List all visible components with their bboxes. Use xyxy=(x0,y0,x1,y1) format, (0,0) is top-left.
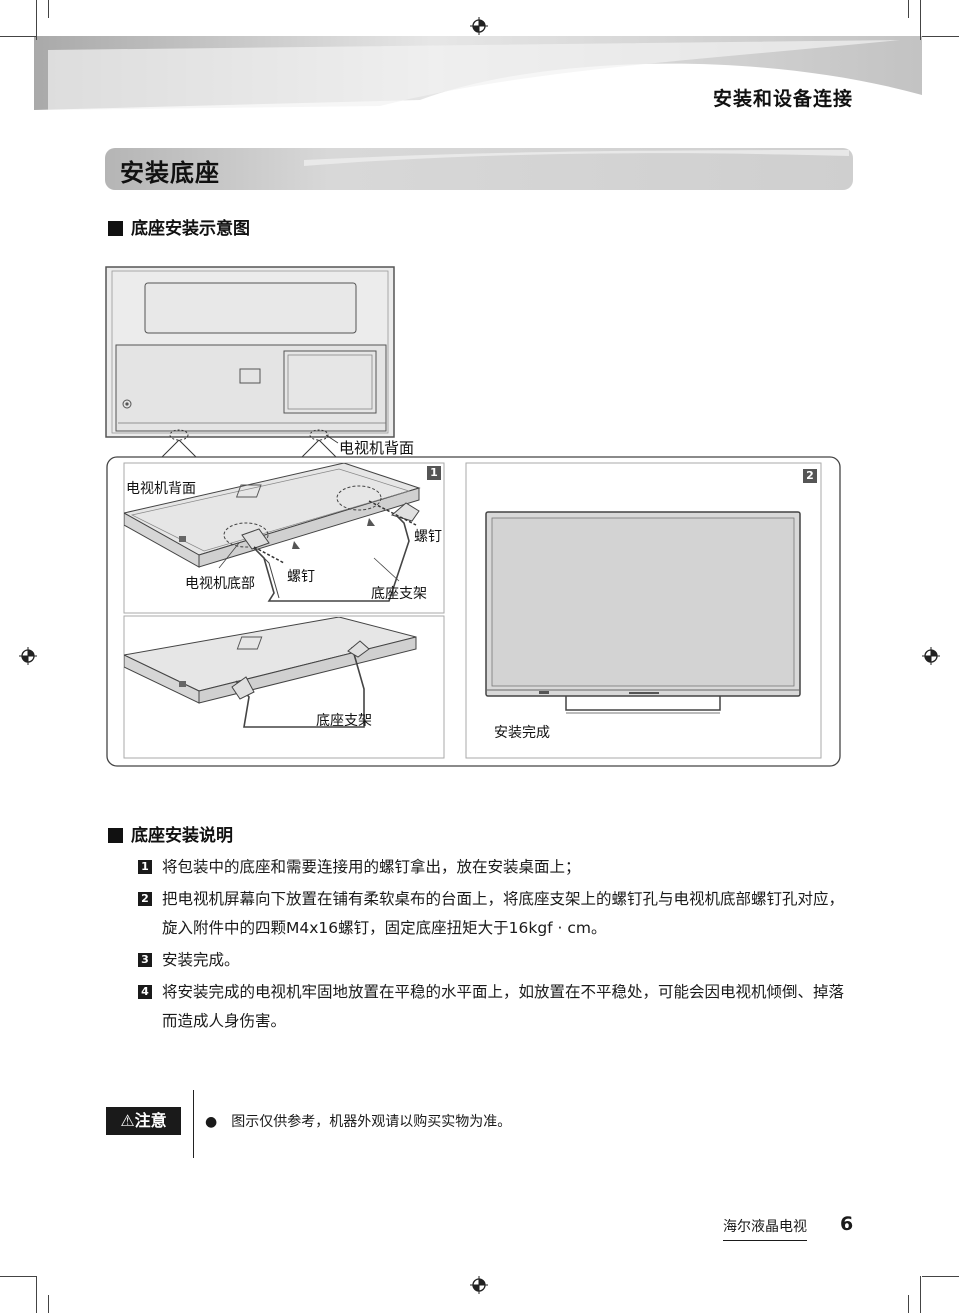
panel1-illustration xyxy=(124,463,421,602)
diagram-heading: 底座安装示意图 xyxy=(108,214,250,239)
crop-mark xyxy=(920,0,921,40)
step-number: 2 xyxy=(138,892,152,906)
label-tv-back-panel1: 电视机背面 xyxy=(126,481,196,497)
step-item: 2 把电视机屏幕向下放置在铺有柔软桌布的台面上，将底座支架上的螺钉孔与电视机底部… xyxy=(138,885,858,943)
footer-brand: 海尔液晶电视 xyxy=(723,1216,807,1241)
panel-number-1: 1 xyxy=(427,466,441,480)
square-bullet-icon xyxy=(108,828,123,843)
crop-mark xyxy=(48,0,49,18)
label-done: 安装完成 xyxy=(494,725,550,741)
notice-text: ● 图示仅供参考，机器外观请以购买实物为准。 xyxy=(205,1111,511,1131)
label-screw-left: 螺钉 xyxy=(287,569,315,585)
warning-icon: ⚠ xyxy=(120,1111,135,1130)
crop-mark xyxy=(922,36,959,37)
square-bullet-icon xyxy=(108,221,123,236)
notice-badge: ⚠注意 xyxy=(106,1107,181,1135)
crop-mark xyxy=(36,0,37,40)
step-number: 3 xyxy=(138,953,152,967)
bullet-icon: ● xyxy=(205,1114,218,1130)
instruction-steps: 1 将包装中的底座和需要连接用的螺钉拿出，放在安装桌面上； 2 把电视机屏幕向下… xyxy=(138,853,858,1036)
crop-mark xyxy=(36,1276,37,1313)
registration-mark-icon xyxy=(19,647,37,665)
step-text: 把电视机屏幕向下放置在铺有柔软桌布的台面上，将底座支架上的螺钉孔与电视机底部螺钉… xyxy=(162,890,845,937)
chapter-title: 安装和设备连接 xyxy=(712,88,853,110)
notice-text-content: 图示仅供参考，机器外观请以购买实物为准。 xyxy=(231,1114,512,1130)
diagram-heading-text: 底座安装示意图 xyxy=(131,219,250,239)
label-stand-panel3: 底座支架 xyxy=(316,713,372,729)
crop-mark xyxy=(48,1295,49,1313)
panel3-illustration xyxy=(124,617,417,728)
registration-mark-icon xyxy=(470,1276,488,1294)
step-item: 1 将包装中的底座和需要连接用的螺钉拿出，放在安装桌面上； xyxy=(138,853,858,882)
header-band xyxy=(34,36,922,110)
instructions-heading: 底座安装说明 xyxy=(108,821,233,846)
panel2-illustration xyxy=(485,511,801,714)
label-screw-right: 螺钉 xyxy=(414,529,442,545)
crop-mark xyxy=(908,0,909,18)
registration-mark-icon xyxy=(922,647,940,665)
notice-divider xyxy=(193,1090,194,1158)
notice-badge-label: 注意 xyxy=(134,1111,167,1130)
label-tv-back-top: 电视机背面 xyxy=(339,439,415,457)
crop-mark xyxy=(908,1295,909,1313)
registration-mark-icon xyxy=(470,17,488,35)
crop-mark xyxy=(0,1276,36,1277)
crop-mark xyxy=(922,1276,959,1277)
tv-back-illustration xyxy=(105,266,395,458)
label-tv-bottom: 电视机底部 xyxy=(185,576,255,592)
instructions-heading-text: 底座安装说明 xyxy=(131,826,233,846)
step-item: 4 将安装完成的电视机牢固地放置在平稳的水平面上，如放置在不平稳处，可能会因电视… xyxy=(138,978,858,1036)
panel-number-2: 2 xyxy=(803,469,817,483)
label-stand-panel1: 底座支架 xyxy=(371,586,427,602)
step-number: 4 xyxy=(138,985,152,999)
section-title-bar xyxy=(105,148,853,190)
step-text: 安装完成。 xyxy=(162,951,240,969)
section-title: 安装底座 xyxy=(120,159,220,187)
step-text: 将包装中的底座和需要连接用的螺钉拿出，放在安装桌面上； xyxy=(162,858,581,876)
step-text: 将安装完成的电视机牢固地放置在平稳的水平面上，如放置在不平稳处，可能会因电视机倾… xyxy=(162,983,845,1030)
page-number: 6 xyxy=(840,1213,854,1235)
step-item: 3 安装完成。 xyxy=(138,946,858,975)
crop-mark xyxy=(920,1276,921,1313)
step-number: 1 xyxy=(138,860,152,874)
crop-mark xyxy=(0,36,36,37)
